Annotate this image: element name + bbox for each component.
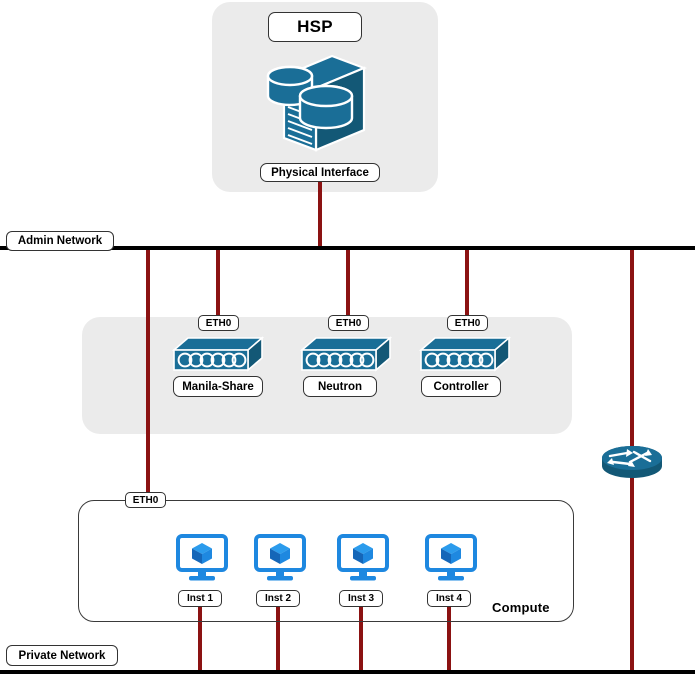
link-admin-to-controller xyxy=(465,248,469,320)
link-inst-2-to-private xyxy=(276,605,280,673)
database-server-icon xyxy=(262,52,367,156)
instance-label-inst-1: Inst 1 xyxy=(178,590,222,607)
instance-label-inst-4: Inst 4 xyxy=(427,590,471,607)
private-network-bus xyxy=(0,670,695,674)
switch-icon xyxy=(418,336,512,372)
instance-label-inst-3: Inst 3 xyxy=(339,590,383,607)
admin-network-bus xyxy=(0,246,695,250)
hsp-physical-interface-chip: Physical Interface xyxy=(260,163,380,182)
compute-label: Compute xyxy=(492,600,550,615)
compute-container xyxy=(78,500,574,622)
hsp-title-chip: HSP xyxy=(268,12,362,42)
link-admin-to-manila-share xyxy=(216,248,220,320)
instance-monitor-icon xyxy=(254,534,306,582)
service-label-controller: Controller xyxy=(421,376,501,397)
switch-icon xyxy=(171,336,265,372)
service-label-manila-share: Manila-Share xyxy=(173,376,263,397)
service-label-neutron: Neutron xyxy=(303,376,377,397)
admin-network-label: Admin Network xyxy=(6,231,114,251)
instance-monitor-icon xyxy=(425,534,477,582)
link-inst-1-to-private xyxy=(198,605,202,673)
manila-share-nic-chip: ETH0 xyxy=(198,315,239,331)
instance-label-inst-2: Inst 2 xyxy=(256,590,300,607)
link-inst-4-to-private xyxy=(447,605,451,673)
services-panel xyxy=(82,317,572,434)
switch-icon xyxy=(299,336,393,372)
link-admin-to-neutron xyxy=(346,248,350,320)
instance-monitor-icon xyxy=(337,534,389,582)
neutron-nic-chip: ETH0 xyxy=(328,315,369,331)
link-inst-3-to-private xyxy=(359,605,363,673)
link-hsp-to-admin xyxy=(318,182,322,248)
instance-monitor-icon xyxy=(176,534,228,582)
compute-nic-chip: ETH0 xyxy=(125,492,166,508)
router-icon xyxy=(600,444,664,484)
private-network-label: Private Network xyxy=(6,645,118,666)
controller-nic-chip: ETH0 xyxy=(447,315,488,331)
link-admin-to-compute xyxy=(146,248,150,502)
